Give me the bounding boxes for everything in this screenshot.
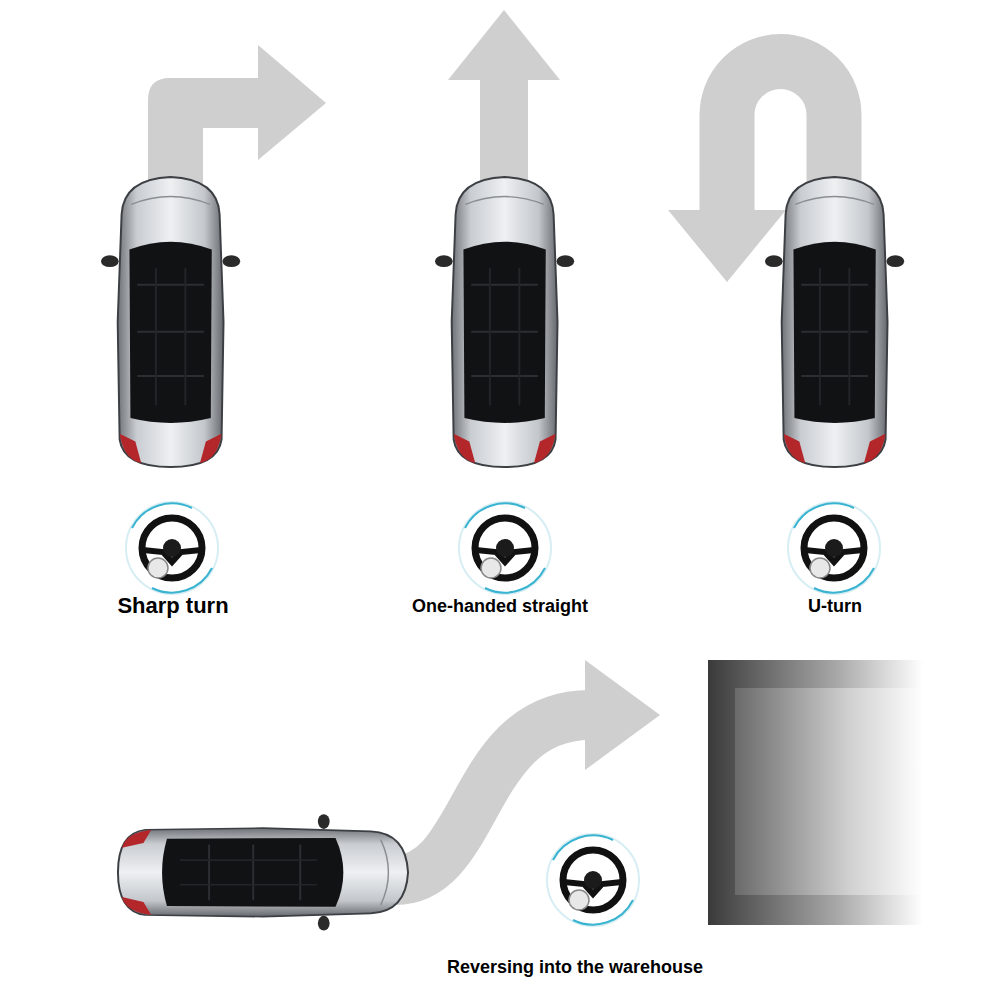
car xyxy=(118,814,408,930)
caption-label: U-turn xyxy=(808,596,862,617)
car xyxy=(101,177,240,467)
car xyxy=(435,177,574,467)
garage xyxy=(708,660,923,925)
caption-label: Sharp turn xyxy=(117,593,228,619)
steering-wheel-icon xyxy=(459,502,551,594)
steering-wheel-icon xyxy=(126,502,218,594)
direction-arrow xyxy=(585,660,660,770)
steering-wheel-icon xyxy=(788,502,880,594)
caption-label: One-handed straight xyxy=(412,596,588,617)
steering-wheel-icon xyxy=(547,834,639,926)
car xyxy=(765,177,904,467)
caption-label: Reversing into the warehouse xyxy=(447,957,703,978)
garage xyxy=(735,688,923,895)
